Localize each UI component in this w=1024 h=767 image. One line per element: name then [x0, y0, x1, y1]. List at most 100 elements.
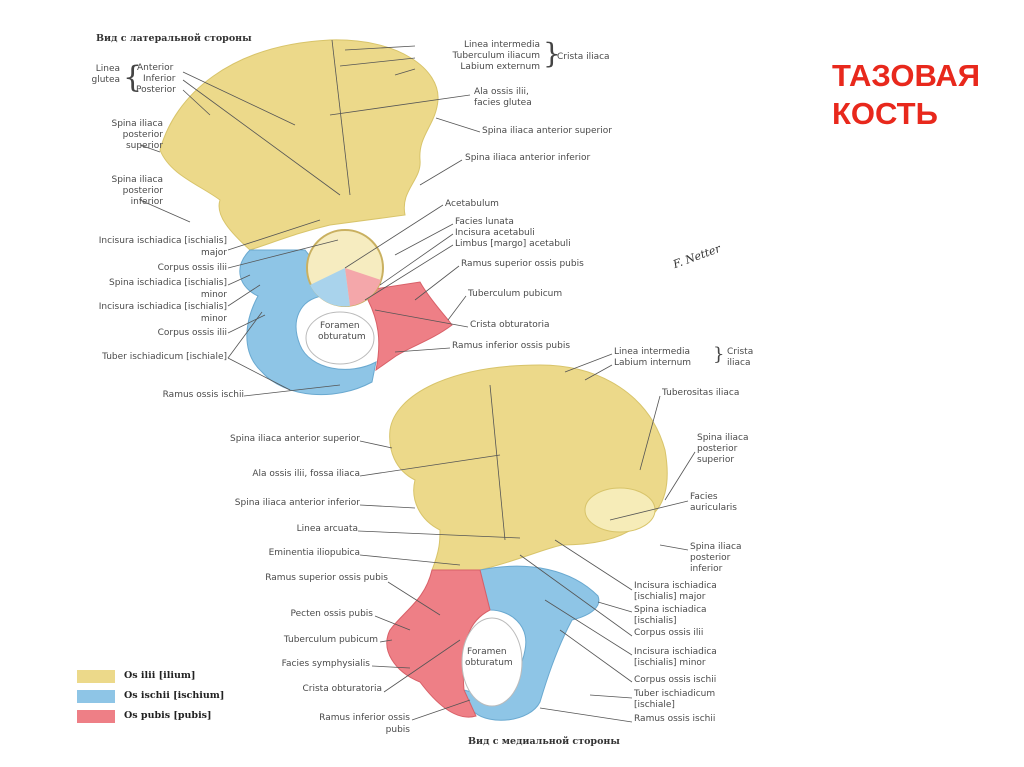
label: inferior — [130, 197, 163, 207]
label: Incisura ischiadica — [634, 647, 717, 657]
label: Linea intermedia — [614, 347, 690, 357]
brace: { — [123, 60, 143, 95]
label: Labium internum — [614, 358, 692, 368]
label: Spina iliaca anterior inferior — [234, 498, 360, 508]
label: Ramus ossis ischii — [634, 714, 716, 724]
label: superior — [697, 455, 735, 465]
label: superior — [125, 141, 163, 151]
label: [ischialis] major — [634, 592, 706, 602]
label: facies glutea — [474, 98, 532, 108]
top-leader-lines — [139, 39, 481, 397]
label: Labium externum — [460, 62, 540, 72]
legend-swatch-pubis — [77, 710, 115, 723]
label: Incisura ischiadica — [634, 581, 717, 591]
label: minor — [200, 290, 227, 300]
label: inferior — [690, 564, 723, 574]
ilium-top — [159, 39, 439, 251]
label: Ramus inferior ossis pubis — [452, 341, 571, 351]
bottom-hip-bone-medial — [357, 353, 696, 723]
label: Tuberculum iliacum — [452, 51, 540, 61]
foramen-bottom — [461, 617, 523, 707]
label: Facies — [690, 492, 718, 502]
legend-swatch-ilium — [77, 670, 115, 683]
brace: } — [713, 344, 725, 365]
label: Spina iliaca — [690, 542, 742, 552]
label: Spina ischiadica — [634, 605, 707, 615]
top-hip-bone-lateral — [139, 39, 481, 397]
acetabulum-pubic-part — [345, 268, 381, 306]
acetabulum-ischial-part — [310, 268, 350, 307]
label: Ala ossis ilii, fossa iliaca — [252, 469, 360, 479]
ischium-bottom — [463, 565, 600, 721]
label: posterior — [690, 553, 731, 563]
foramen-top — [305, 311, 375, 365]
ilium-bottom — [389, 364, 668, 571]
foramen-label: Foramen — [320, 321, 360, 331]
label: glutea — [91, 75, 121, 85]
label: Spina iliaca anterior inferior — [465, 153, 591, 163]
top-view-title: Вид с латеральной стороны — [96, 33, 252, 44]
label: Spina iliaca — [111, 119, 164, 129]
foramen-label: Foramen — [467, 647, 507, 657]
label: minor — [200, 314, 227, 324]
label: Linea arcuata — [296, 524, 358, 534]
slide-title-line-2: КОСТЬ — [832, 96, 938, 131]
label: Incisura ischiadica [ischialis] — [98, 236, 227, 246]
label: Linea intermedia — [464, 40, 540, 50]
label: Crista iliaca — [557, 52, 610, 62]
label: Pecten ossis pubis — [290, 609, 373, 619]
label: Limbus [margo] acetabuli — [455, 239, 571, 249]
label: Ramus superior ossis pubis — [461, 259, 584, 269]
label: auricularis — [690, 503, 737, 513]
label: Tuberculum pubicum — [468, 289, 563, 299]
label: Incisura acetabuli — [455, 228, 535, 238]
label: Tuberositas iliaca — [662, 388, 740, 398]
label: Tuber ischiadicum — [634, 689, 716, 699]
label: Spina iliaca anterior superior — [230, 434, 360, 444]
label: Corpus ossis ischii — [634, 675, 717, 685]
label: Spina iliaca — [697, 433, 749, 443]
label: Incisura ischiadica [ischialis] — [98, 302, 227, 312]
foramen-label: obturatum — [465, 658, 513, 668]
label: posterior — [697, 444, 738, 454]
facies-auricularis — [584, 487, 656, 533]
ischium-top — [239, 249, 377, 396]
label: Tuberculum pubicum — [283, 635, 378, 645]
label: [ischiale] — [634, 700, 675, 710]
label: Ramus superior ossis pubis — [265, 573, 388, 583]
label: posterior — [122, 130, 163, 140]
label: pubis — [385, 725, 410, 735]
label: Ramus inferior ossis — [319, 713, 410, 723]
legend-label: Os pubis [pubis] — [124, 710, 212, 721]
pubis-top — [367, 281, 453, 372]
label: Crista — [727, 347, 754, 357]
label: Ala ossis ilii, — [474, 87, 529, 97]
label: posterior — [122, 186, 163, 196]
brace: } — [543, 37, 561, 70]
label: Spina iliaca anterior superior — [482, 126, 612, 136]
label: Spina ischiadica [ischialis] — [109, 278, 227, 288]
foramen-label: obturatum — [318, 332, 366, 342]
label: Corpus ossis ilii — [157, 328, 227, 338]
label: Crista obturatoria — [302, 684, 383, 694]
label: [ischialis] — [634, 616, 677, 626]
label: Anterior — [137, 63, 174, 73]
label: Corpus ossis ilii — [634, 628, 704, 638]
label: Linea — [95, 64, 120, 74]
legend-swatch-ischium — [77, 690, 115, 703]
label: Posterior — [136, 85, 176, 95]
legend-label: Os ischii [ischium] — [124, 690, 225, 701]
slide-title-line-1: ТАЗОВАЯ — [832, 58, 981, 93]
legend-label: Os ilii [ilium] — [124, 670, 196, 681]
label: Tuber ischiadicum [ischiale] — [102, 352, 227, 362]
label: Ramus ossis ischii — [162, 390, 244, 400]
bottom-leader-lines — [357, 353, 696, 723]
label: Eminentia iliopubica — [268, 548, 360, 558]
label: Facies lunata — [455, 217, 514, 227]
label: Facies symphysialis — [281, 659, 370, 669]
bottom-view-title: Вид с медиальной стороны — [468, 736, 620, 747]
label: Crista obturatoria — [470, 320, 550, 330]
label: Corpus ossis ilii — [157, 263, 227, 273]
